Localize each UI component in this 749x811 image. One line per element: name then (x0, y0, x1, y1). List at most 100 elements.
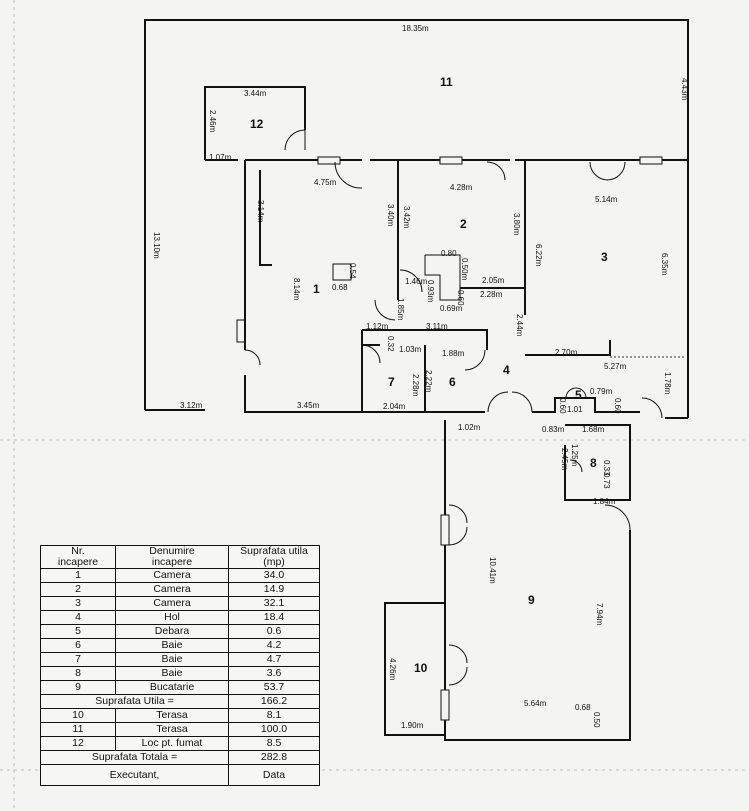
dimension-label: 8.14m (292, 278, 301, 301)
cell-area: 14.9 (228, 582, 320, 598)
dimension-label: 0.54 (348, 263, 357, 279)
dimension-label: 3.42m (402, 206, 411, 229)
cell-area: 4.7 (228, 652, 320, 668)
door-swing (487, 391, 509, 413)
dimension-label: 1.68m (582, 425, 605, 434)
hall-walls (362, 329, 488, 350)
dimension-label: 0.69m (440, 304, 463, 313)
dimension-label: 5.64m (524, 699, 547, 708)
footer-row: Executant,Data (40, 764, 320, 787)
dimension-label: 2.04m (383, 402, 406, 411)
door-swing (511, 391, 533, 413)
dimension-label: 1.90m (401, 721, 424, 730)
date-label: Data (228, 764, 320, 787)
room-number: 7 (388, 375, 395, 389)
door-swing (464, 349, 486, 371)
dimension-label: 10.41m (488, 557, 497, 584)
cell-area: 32.1 (228, 596, 320, 612)
room-number: 9 (528, 593, 535, 607)
door-swing (244, 349, 261, 366)
cell-nr: 4 (40, 610, 116, 626)
door-swing (284, 129, 306, 151)
window (639, 156, 663, 165)
dimension-label: 3.40m (386, 204, 395, 227)
table-header-row: Nr. incapere Denumire incapere Suprafata… (40, 544, 320, 570)
cell-area: 100.0 (228, 722, 320, 738)
cell-nr: 8 (40, 666, 116, 682)
dimension-label: 3.14m (256, 200, 265, 223)
table-header-name: Denumire incapere (115, 544, 229, 570)
dimension-label: 6.22m (534, 244, 543, 267)
cell-area: 53.7 (228, 680, 320, 696)
dimension-label: 1.84m (593, 497, 616, 506)
dimension-label: 18.35m (402, 24, 429, 33)
door-swing (374, 299, 396, 321)
subtotal-value: 166.2 (228, 694, 320, 710)
cell-nr: 3 (40, 596, 116, 612)
cell-name: Baie (115, 638, 229, 654)
cell-name: Camera (115, 596, 229, 612)
cell-name: Hol (115, 610, 229, 626)
wall (259, 170, 272, 266)
room-number: 5 (575, 388, 582, 402)
dimension-label: 2.70m (555, 348, 578, 357)
cell-area: 0.6 (228, 624, 320, 640)
door-swing (589, 161, 609, 181)
dimension-label: 0.68 (575, 703, 591, 712)
door-swing (569, 459, 583, 473)
dimension-label: 1.78m (663, 372, 672, 395)
dimension-label: 1.46m (405, 277, 428, 286)
cell-name: Baie (115, 652, 229, 668)
dimension-label: 1.88m (442, 349, 465, 358)
dimension-label: 4.43m (680, 78, 689, 101)
cell-name: Terasa (115, 722, 229, 738)
cell-area: 3.6 (228, 666, 320, 682)
cell-name: Debara (115, 624, 229, 640)
window (440, 689, 450, 721)
subtotal-row: Suprafata Utila =166.2 (40, 694, 320, 710)
dimension-label: 0.79m (590, 387, 613, 396)
room-number: 3 (601, 250, 608, 264)
cell-area: 8.5 (228, 736, 320, 752)
cell-nr: 11 (40, 722, 116, 738)
dimension-label: 1.85m (396, 298, 405, 321)
room-number: 12 (250, 117, 264, 131)
dimension-label: 0.60 (558, 398, 567, 414)
cell-name: Camera (115, 568, 229, 584)
door-swing (361, 344, 381, 364)
dimension-label: 0.50m (460, 258, 469, 281)
wall (532, 397, 640, 413)
room-3-walls (525, 340, 611, 356)
door-swing (604, 504, 631, 531)
dimension-label: 1.07m (209, 153, 232, 162)
window (440, 514, 450, 546)
door-swing (486, 161, 506, 181)
dimension-label: 13.10m (152, 232, 161, 259)
window (439, 156, 463, 165)
table-header-nr: Nr. incapere (40, 544, 116, 570)
chimney (332, 263, 352, 281)
window (236, 319, 246, 343)
dimension-label: 1.12m (366, 322, 389, 331)
door-swing (448, 644, 468, 686)
cell-area: 18.4 (228, 610, 320, 626)
door-swing (565, 387, 587, 399)
room-number: 6 (449, 375, 456, 389)
cell-name: Loc pt. fumat (115, 736, 229, 752)
dimension-label: 0.73 (602, 473, 611, 489)
dimension-label: 5.27m (604, 362, 627, 371)
dimension-label: 0.80 (441, 249, 457, 258)
table-header-area: Suprafata utila (mp) (228, 544, 320, 570)
shaft (424, 254, 461, 301)
total-value: 282.8 (228, 750, 320, 766)
dimension-label: 5.14m (595, 195, 618, 204)
area-table: Nr. incapere Denumire incapere Suprafata… (40, 544, 320, 787)
